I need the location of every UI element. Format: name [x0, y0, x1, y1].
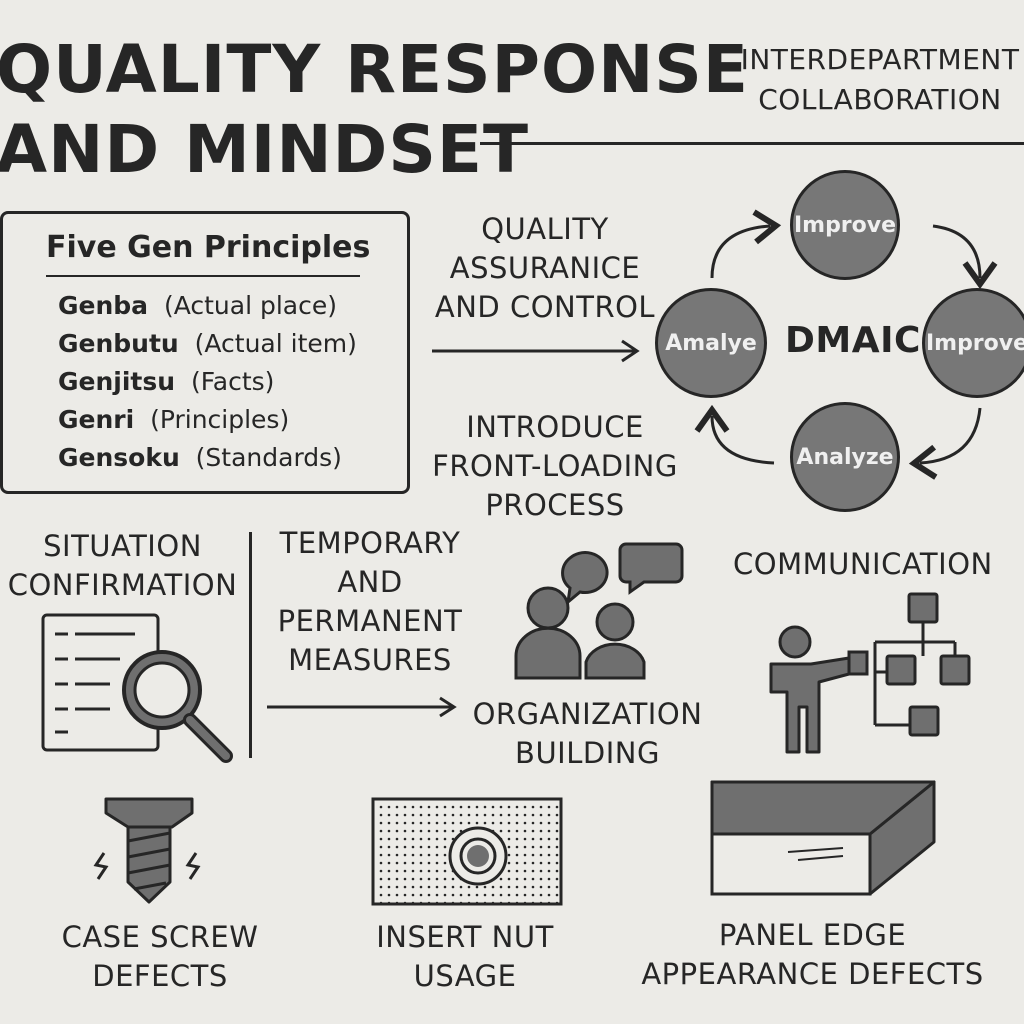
- communication-label: COMMUNICATION: [733, 547, 993, 581]
- five-gen-item: Genbutu (Actual item): [58, 329, 357, 358]
- measures-arrow-icon: [267, 696, 457, 718]
- quality-assurance-label: QUALITY ASSURANICE AND CONTROL: [434, 212, 656, 324]
- dmaic-cycle-arrows-icon: [694, 209, 998, 480]
- five-gen-item: Gensoku (Standards): [58, 443, 342, 472]
- five-gen-heading: Five Gen Principles: [46, 230, 371, 265]
- dmaic-improve-right-node: Improve: [922, 288, 1024, 398]
- panel-edge-defects-label: PANEL EDGE APPEARANCE DEFECTS: [641, 918, 984, 991]
- insert-nut-usage-label: INSERT NUT USAGE: [376, 920, 554, 993]
- five-gen-item: Genri (Principles): [58, 405, 290, 434]
- qa-arrow-icon: [432, 339, 640, 363]
- five-gen-box: [0, 211, 410, 494]
- five-gen-heading-underline: [46, 275, 360, 277]
- team-chat-icon: [514, 542, 684, 680]
- front-loading-label: INTRODUCE FRONT-LOADING PROCESS: [432, 410, 678, 522]
- five-gen-item: Genba (Actual place): [58, 291, 337, 320]
- insert-nut-icon: [371, 797, 563, 906]
- interdepartment-collaboration-label: INTERDEPARTMENT COLLABORATION: [740, 43, 1020, 116]
- vertical-divider: [249, 532, 252, 758]
- measures-label: TEMPORARY AND PERMANENT MEASURES: [277, 526, 463, 677]
- dmaic-improve-top-node: Improve: [790, 170, 900, 280]
- document-search-icon: [41, 613, 233, 763]
- case-screw-defects-label: CASE SCREW DEFECTS: [61, 920, 259, 993]
- presenter-org-chart-icon: [769, 592, 971, 754]
- title-divider: [480, 142, 1024, 145]
- screw-icon: [93, 797, 201, 904]
- situation-confirmation-label: SITUATION CONFIRMATION: [7, 529, 238, 602]
- organization-building-label: ORGANIZATION BUILDING: [472, 697, 703, 770]
- dmaic-analyze-bottom-node: Analyze: [790, 402, 900, 512]
- dmaic-center-label: DMAIC: [785, 320, 921, 361]
- page-title: QUALITY RESPONSE AND MINDSET: [0, 31, 749, 188]
- dmaic-analyze-left-node: Amalye: [655, 288, 767, 398]
- five-gen-item: Genjitsu (Facts): [58, 367, 275, 396]
- five-gen-list: Genba (Actual place) Genbutu (Actual ite…: [58, 287, 357, 477]
- panel-box-icon: [710, 780, 936, 896]
